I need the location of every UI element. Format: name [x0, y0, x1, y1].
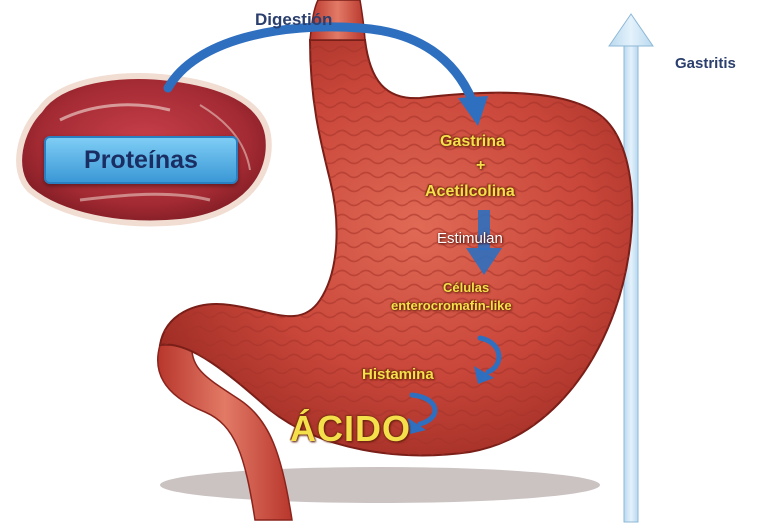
- digestion-label: Digestión: [255, 10, 332, 30]
- proteins-box: Proteínas: [44, 136, 238, 184]
- plus-label: +: [476, 157, 485, 175]
- acetilcolina-label: Acetilcolina: [425, 183, 515, 201]
- acido-label: ÁCIDO: [290, 408, 411, 450]
- stomach-shadow: [160, 467, 600, 503]
- enterocromafin-label: enterocromafin-like: [391, 298, 512, 313]
- gastrina-label: Gastrina: [440, 133, 505, 151]
- estimulan-label: Estimulan: [437, 230, 503, 247]
- histamina-label: Histamina: [362, 366, 434, 383]
- proteins-label: Proteínas: [84, 146, 198, 175]
- celulas-label: Células: [443, 280, 489, 295]
- gastritis-label: Gastritis: [675, 55, 736, 72]
